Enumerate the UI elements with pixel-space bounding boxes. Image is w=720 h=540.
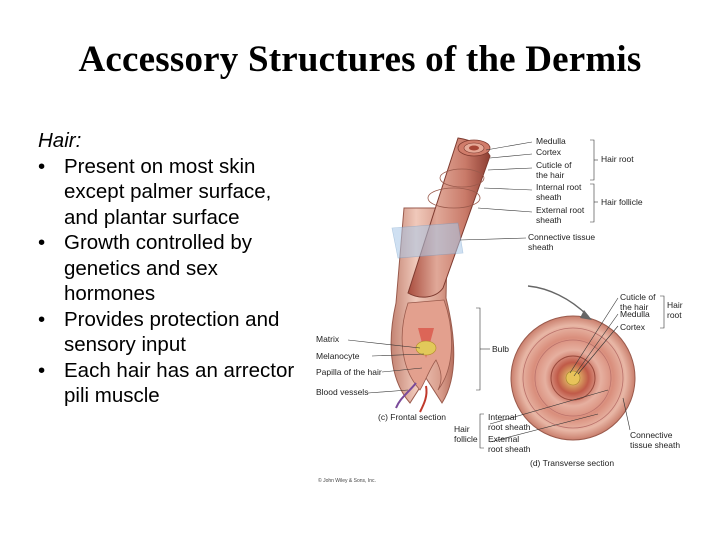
label-bottom-internal-line2: root sheath: [488, 422, 531, 432]
transverse-section-drawing: [510, 285, 636, 441]
label-medulla: Medulla: [536, 136, 566, 146]
label-papilla: Papilla of the hair: [316, 367, 382, 377]
label-ts-cuticle-line1: Cuticle of: [620, 292, 656, 302]
label-external-root-line1: External root: [536, 205, 585, 215]
label-bottom-hair-line1: Hair: [454, 424, 470, 434]
frontal-section-drawing: [390, 137, 491, 413]
label-matrix: Matrix: [316, 334, 340, 344]
bullet-item: Provides protection and sensory input: [38, 307, 298, 358]
label-internal-root-line1: Internal root: [536, 182, 582, 192]
label-cortex: Cortex: [536, 147, 562, 157]
label-cuticle-line1: Cuticle of: [536, 160, 572, 170]
label-external-root-line2: sheath: [536, 215, 562, 225]
label-ts-hair-line2: root: [667, 310, 682, 320]
label-bottom-internal-line1: Internal: [488, 412, 516, 422]
label-hair-follicle: Hair follicle: [601, 197, 643, 207]
label-internal-root-line2: sheath: [536, 192, 562, 202]
label-bottom-external-line2: root sheath: [488, 444, 531, 454]
slide-title: Accessory Structures of the Dermis: [78, 39, 642, 80]
label-frontal-section: (c) Frontal section: [378, 412, 446, 422]
label-hair-root: Hair root: [601, 154, 634, 164]
leader-lines: [347, 139, 665, 449]
hair-follicle-illustration: Medulla Cortex Cuticle of the hair Hair …: [316, 136, 683, 484]
label-ts-connective-line2: tissue sheath: [630, 440, 680, 450]
label-ts-medulla: Medulla: [620, 309, 650, 319]
label-ts-connective-line1: Connective: [630, 430, 673, 440]
bullet-item: Each hair has an arrector pili muscle: [38, 358, 298, 409]
hair-follicle-figure: Medulla Cortex Cuticle of the hair Hair …: [308, 128, 718, 493]
label-connective-line1: Connective tissue: [528, 232, 595, 242]
label-ts-cuticle-line2: the hair: [620, 302, 649, 312]
label-bulb: Bulb: [492, 344, 509, 354]
section-heading: Hair:: [38, 129, 82, 152]
bullet-item: Present on most skin except palmer surfa…: [38, 154, 298, 231]
label-ts-hair-line1: Hair: [667, 300, 683, 310]
bullet-item: Growth controlled by genetics and sex ho…: [38, 230, 298, 307]
label-bottom-hair-line2: follicle: [454, 434, 478, 444]
label-bottom-external-line1: External: [488, 434, 519, 444]
label-cuticle-line2: the hair: [536, 170, 565, 180]
copyright-notice: © John Wiley & Sons, Inc.: [318, 477, 376, 484]
label-melanocyte: Melanocyte: [316, 351, 360, 361]
label-ts-cortex: Cortex: [620, 322, 646, 332]
label-transverse-section: (d) Transverse section: [530, 458, 614, 468]
slide-body: Hair: Present on most skin except palmer…: [38, 128, 298, 409]
label-blood-vessels: Blood vessels: [316, 387, 368, 397]
label-connective-line2: sheath: [528, 242, 554, 252]
bullet-list: Present on most skin except palmer surfa…: [38, 154, 298, 409]
